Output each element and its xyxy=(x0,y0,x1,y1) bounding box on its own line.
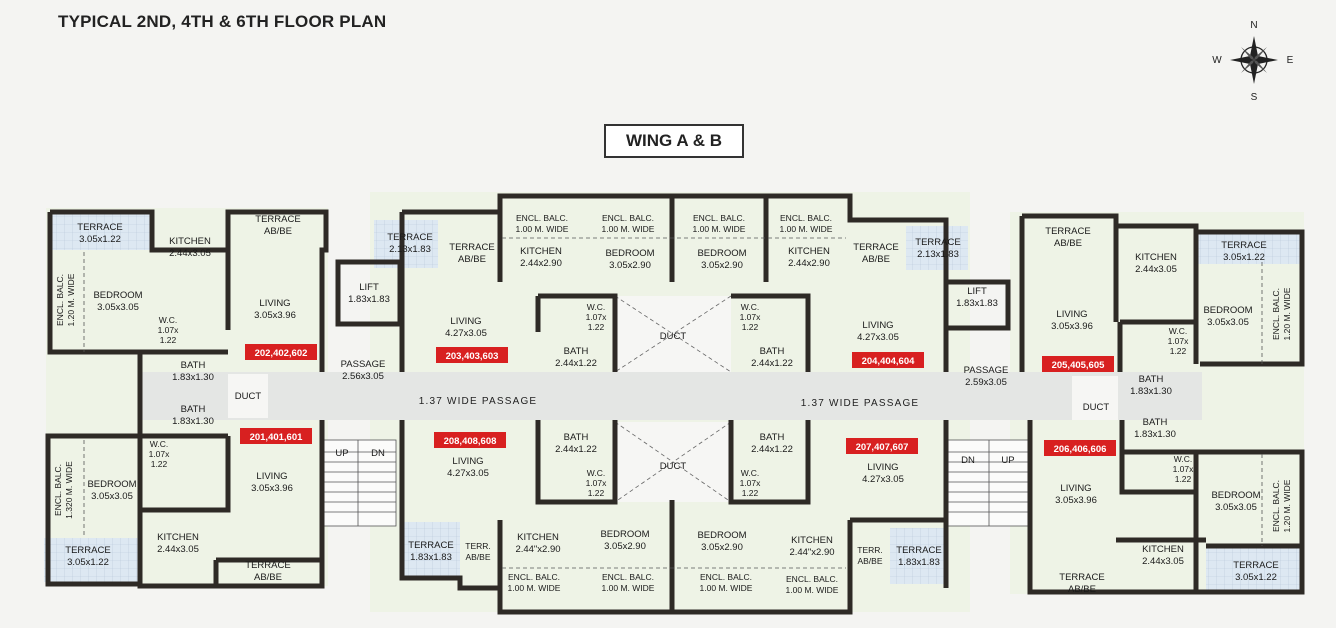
unit-tag-201: 201,401,601 xyxy=(250,432,304,443)
unit-tag-208: 208,408,608 xyxy=(444,436,497,447)
stair-left-up: UP xyxy=(335,448,348,459)
unit-tag-207: 207,407,607 xyxy=(856,442,909,453)
duct-east: DUCT xyxy=(1083,402,1110,413)
duct-center-upper: DUCT xyxy=(660,331,687,342)
room-encl-balc-ne: ENCL. BALC.1.20 M. WIDE xyxy=(1271,287,1292,340)
room-encl-balc-nw: ENCL. BALC.1.20 M. WIDE xyxy=(55,273,76,326)
unit-tag-206: 206,406,606 xyxy=(1054,444,1107,455)
room-encl-balc-c4: ENCL. BALC.1.00 M. WIDE xyxy=(780,213,833,234)
compass-rose-icon: N S W E xyxy=(1212,20,1294,102)
room-encl-balc-c7: ENCL. BALC.1.00 M. WIDE xyxy=(700,572,753,593)
corridor-label-right: 1.37 WIDE PASSAGE xyxy=(801,398,920,409)
unit-tag-205: 205,405,605 xyxy=(1052,360,1106,371)
unit-tag-203: 203,403,603 xyxy=(446,351,499,362)
compass-e: E xyxy=(1287,55,1294,66)
compass-n: N xyxy=(1250,20,1257,31)
unit-tag-202: 202,402,602 xyxy=(255,348,308,359)
room-encl-balc-se: ENCL. BALC.1.20 M. WIDE xyxy=(1271,479,1292,532)
room-terr-ab-csw: TERR.AB/BE xyxy=(465,541,491,562)
room-encl-balc-c6: ENCL. BALC.1.00 M. WIDE xyxy=(602,572,655,593)
room-encl-balc-c5: ENCL. BALC.1.00 M. WIDE xyxy=(508,572,561,593)
room-encl-balc-c1: ENCL. BALC.1.00 M. WIDE xyxy=(516,213,569,234)
wing-title: WING A & B xyxy=(604,124,744,158)
unit-tag-204: 204,404,604 xyxy=(862,356,916,367)
compass-s: S xyxy=(1251,92,1258,102)
compass-w: W xyxy=(1212,55,1222,66)
room-encl-balc-c3: ENCL. BALC.1.00 M. WIDE xyxy=(693,213,746,234)
stair-left-dn: DN xyxy=(371,448,385,459)
room-encl-balc-sw: ENCL. BALC.1.320 M. WIDE xyxy=(53,461,74,519)
page-title: TYPICAL 2ND, 4TH & 6TH FLOOR PLAN xyxy=(58,12,387,31)
stair-right-up: UP xyxy=(1001,455,1014,466)
stair-right-dn: DN xyxy=(961,455,975,466)
room-terr-ab-cse: TERR.AB/BE xyxy=(857,545,883,566)
duct-west: DUCT xyxy=(235,391,262,402)
room-encl-balc-c8: ENCL. BALC.1.00 M. WIDE xyxy=(786,574,839,595)
duct-center-lower: DUCT xyxy=(660,461,687,472)
corridor-label-left: 1.37 WIDE PASSAGE xyxy=(419,396,538,407)
room-encl-balc-c2: ENCL. BALC.1.00 M. WIDE xyxy=(602,213,655,234)
